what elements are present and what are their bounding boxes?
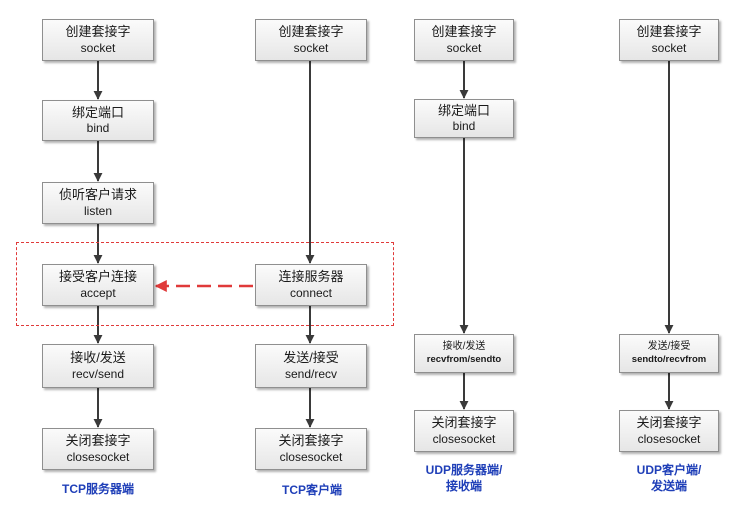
step-en: closesocket [637,431,701,446]
step-en: closesocket [279,449,343,464]
step-cn: 创建套接字 [65,24,131,40]
step-cn: 创建套接字 [278,24,344,40]
step-en: recvfrom/sendto [426,353,502,365]
step-cn: 创建套接字 [636,24,702,40]
udp-client-sendto-box: 发送/接受 sendto/recvfrom [619,334,719,373]
tcp-client-connect-box: 连接服务器 connect [255,264,367,306]
step-en: socket [651,40,687,55]
step-en: connect [289,285,333,300]
step-en: socket [293,40,329,55]
step-cn: 接收/发送 [70,350,126,366]
step-cn: 关闭套接字 [431,415,497,431]
step-en: closesocket [432,431,496,446]
tcp-server-bind-box: 绑定端口 bind [42,100,154,141]
step-cn: 连接服务器 [278,269,344,285]
udp-client-label: UDP客户端/ 发送端 [609,462,729,494]
step-en: socket [80,40,116,55]
step-en: recv/send [71,366,125,381]
step-cn: 接受客户连接 [58,269,137,285]
tcp-server-label: TCP服务器端 [61,482,134,496]
step-cn: 发送/接受 [283,350,339,366]
step-cn: 关闭套接字 [278,433,344,449]
tcp-server-close-box: 关闭套接字 closesocket [42,428,154,470]
step-en: bind [86,121,110,136]
udp-server-label: UDP服务器端/ 接收端 [404,462,524,494]
udp-client-label-line2: 发送端 [650,479,687,494]
step-en: sendto/recvfrom [631,353,707,365]
udp-server-close-box: 关闭套接字 closesocket [414,410,514,452]
step-cn: 关闭套接字 [65,433,131,449]
step-cn: 发送/接受 [647,341,691,353]
tcp-client-close-box: 关闭套接字 closesocket [255,428,367,470]
tcp-server-accept-box: 接受客户连接 accept [42,264,154,306]
step-en: bind [452,119,476,134]
udp-client-socket-box: 创建套接字 socket [619,19,719,61]
step-en: accept [80,285,116,300]
udp-client-close-box: 关闭套接字 closesocket [619,410,719,452]
udp-server-recvfrom-box: 接收/发送 recvfrom/sendto [414,334,514,373]
step-en: socket [446,40,482,55]
tcp-client-label: TCP客户端 [281,483,342,497]
step-cn: 绑定端口 [437,102,490,118]
step-cn: 接收/发送 [442,341,486,353]
tcp-server-socket-box: 创建套接字 socket [42,19,154,61]
connection-highlight-box [16,242,394,326]
tcp-client-send-recv-box: 发送/接受 send/recv [255,344,367,388]
tcp-server-listen-box: 侦听客户请求 listen [42,182,154,224]
udp-server-socket-box: 创建套接字 socket [414,19,514,61]
step-cn: 侦听客户请求 [58,187,137,203]
udp-client-label-line1: UDP客户端/ [636,463,702,477]
step-en: closesocket [66,449,130,464]
step-en: send/recv [284,366,338,381]
udp-server-label-line2: 接收端 [445,479,482,494]
tcp-client-socket-box: 创建套接字 socket [255,19,367,61]
udp-server-bind-box: 绑定端口 bind [414,99,514,138]
udp-server-label-line1: UDP服务器端/ [425,463,503,477]
step-en: listen [83,203,112,218]
step-cn: 绑定端口 [71,104,124,120]
step-cn: 关闭套接字 [636,415,702,431]
tcp-server-recv-send-box: 接收/发送 recv/send [42,344,154,388]
step-cn: 创建套接字 [431,24,497,40]
